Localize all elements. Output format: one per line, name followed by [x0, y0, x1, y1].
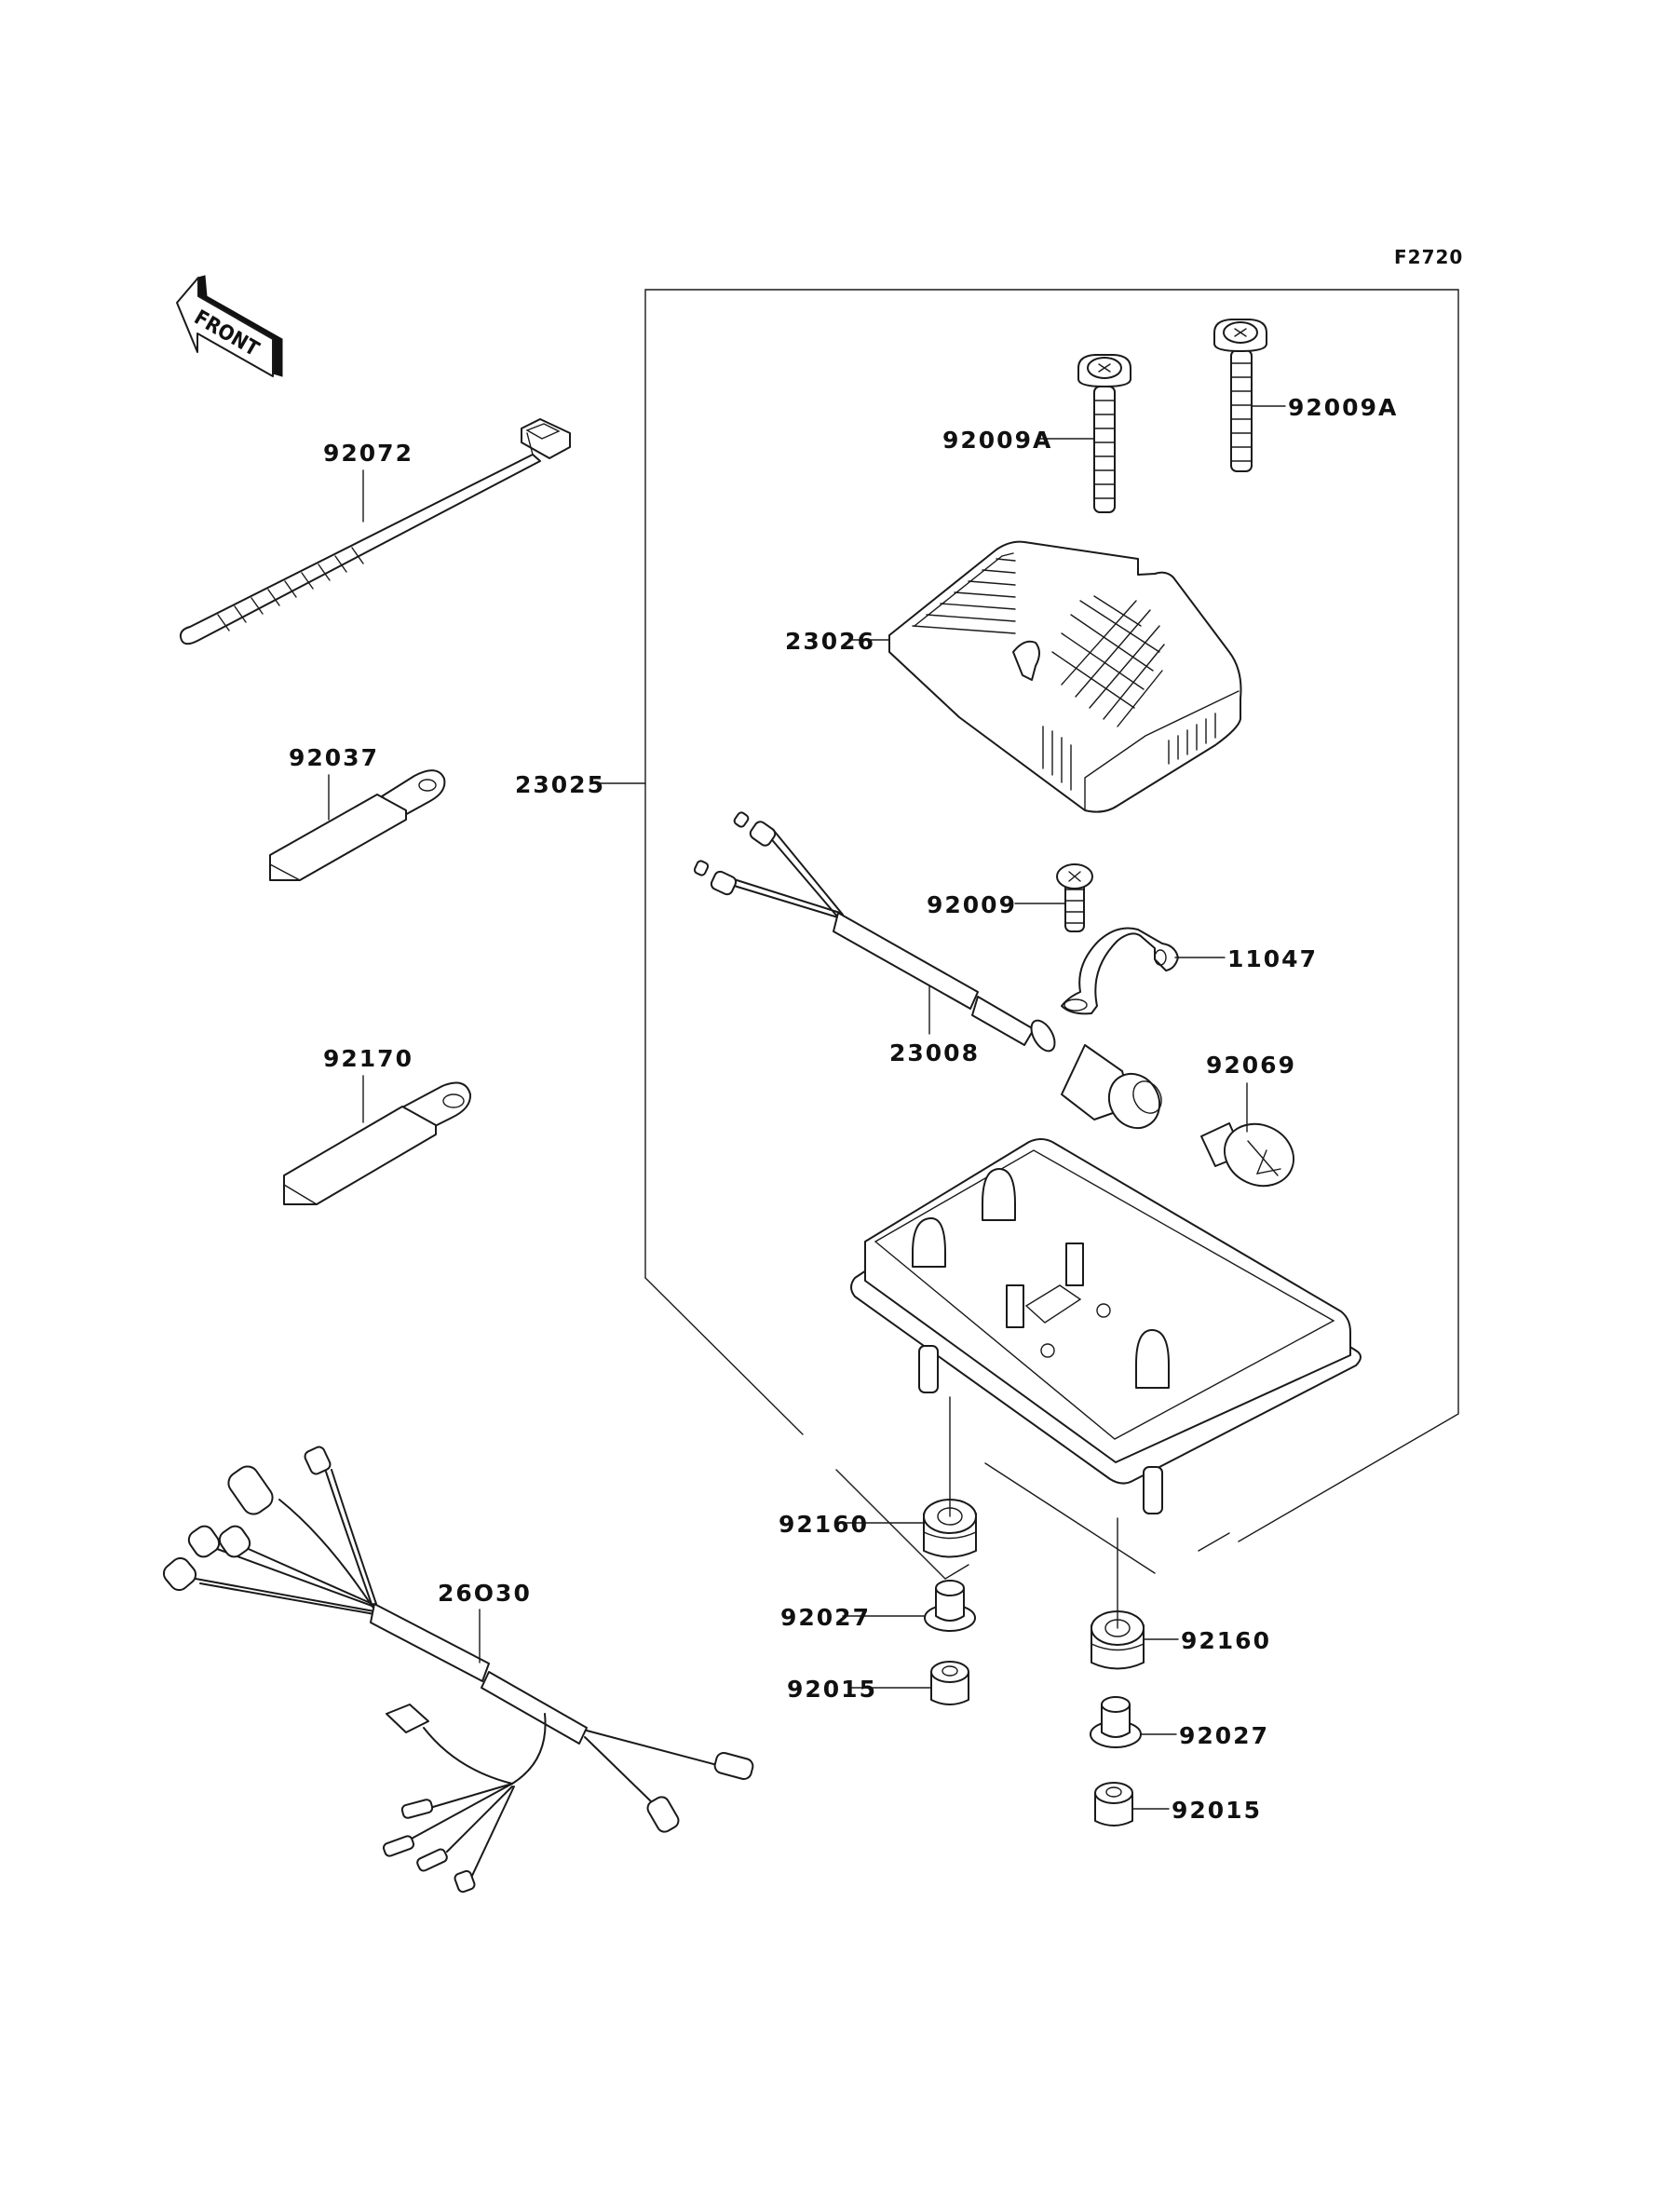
screw-long-right	[1213, 319, 1267, 472]
callout-screw-small: 92009	[927, 891, 1066, 918]
callout-nut-left: 92015	[787, 1676, 932, 1703]
callout-grommet-left: 92160	[779, 1511, 925, 1538]
part-number-11047: 11047	[1227, 945, 1318, 972]
taillight-housing	[850, 1138, 1362, 1514]
grommet-right	[1091, 1517, 1145, 1670]
screw-long-left	[1077, 354, 1131, 513]
nut-left	[930, 1661, 969, 1705]
screw-small	[1056, 863, 1093, 932]
callout-grommet-right: 92160	[1143, 1627, 1271, 1654]
callout-bracket-lower: 92170	[323, 1045, 413, 1123]
callout-clamp: 11047	[1174, 945, 1318, 972]
callout-main-harness: 26O30	[438, 1580, 532, 1664]
callout-collar-right: 92027	[1140, 1722, 1269, 1749]
callout-collar-left: 92027	[780, 1604, 926, 1631]
socket-harness	[693, 811, 1162, 1130]
main-harness	[162, 1446, 754, 1894]
part-number-92027-left: 92027	[780, 1604, 871, 1631]
part-number-92037: 92037	[289, 744, 379, 771]
cable-tie	[179, 418, 571, 645]
part-number-23025: 23025	[515, 771, 605, 798]
grommet-left	[923, 1396, 977, 1558]
callout-screw-left: 92009A	[942, 427, 1095, 454]
part-number-92160-right: 92160	[1181, 1627, 1271, 1654]
part-number-92015-right: 92015	[1172, 1797, 1262, 1824]
bracket-upper	[269, 769, 446, 881]
nut-right	[1094, 1782, 1133, 1827]
taillight-lens	[888, 540, 1242, 813]
assembly-frame	[644, 289, 1459, 1580]
collar-right	[1090, 1696, 1142, 1748]
figure-reference: F2720	[1394, 246, 1463, 268]
bracket-lower	[283, 1081, 472, 1205]
part-number-92027-right: 92027	[1179, 1722, 1269, 1749]
callout-lens: 23026	[785, 628, 890, 655]
bulb	[1200, 1122, 1294, 1188]
part-number-92009a-left: 92009A	[942, 427, 1052, 454]
front-arrow-icon: FRONT	[176, 275, 283, 377]
part-number-92069: 92069	[1206, 1052, 1296, 1079]
part-number-26o30: 26O30	[438, 1580, 532, 1607]
part-number-23026: 23026	[785, 628, 875, 655]
collar-left	[924, 1580, 976, 1632]
callout-bracket-upper: 92037	[289, 744, 379, 821]
callout-socket-harness: 23008	[889, 985, 980, 1066]
callout-screw-right: 92009A	[1252, 394, 1398, 421]
callout-nut-right: 92015	[1131, 1797, 1262, 1824]
part-number-92160-left: 92160	[779, 1511, 869, 1538]
cable-clamp	[1061, 927, 1179, 1015]
part-number-92009a-right: 92009A	[1288, 394, 1398, 421]
part-number-23008: 23008	[889, 1039, 980, 1066]
callout-cable-tie: 92072	[323, 440, 413, 523]
callout-bulb: 92069	[1206, 1052, 1296, 1133]
part-number-92015-left: 92015	[787, 1676, 877, 1703]
part-number-92072: 92072	[323, 440, 413, 467]
part-number-92170: 92170	[323, 1045, 413, 1072]
part-number-92009: 92009	[927, 891, 1017, 918]
callout-taillight-assy: 23025	[515, 771, 646, 798]
